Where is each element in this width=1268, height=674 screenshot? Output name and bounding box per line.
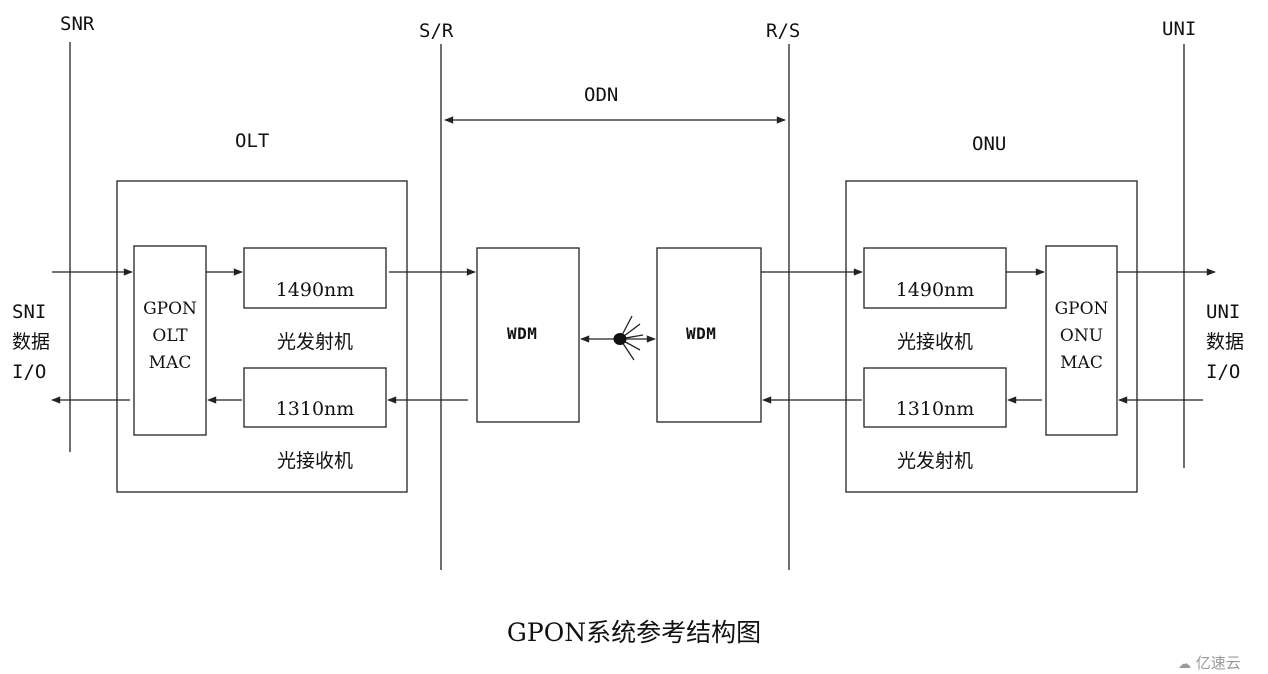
sni-io-line1: SNI: [12, 301, 47, 323]
onu-box: [845, 180, 1138, 493]
onu-rx-text: 1490nm 光接收机: [864, 251, 1006, 381]
olt-rx-text: 1310nm 光接收机: [244, 370, 386, 500]
uni-io-line3: I/O: [1206, 361, 1241, 383]
splitter-ray: [51, 42, 1216, 570]
right-wdm-box: [656, 247, 762, 423]
r-s-label: R/S: [766, 20, 801, 42]
onu-title: ONU: [972, 133, 1007, 155]
sni-io-line3: I/O: [12, 361, 47, 383]
olt-box: [116, 180, 408, 493]
cloud-logo-icon: ☁: [1178, 657, 1191, 672]
s-r-label: S/R: [419, 20, 454, 42]
onu-rx-box: [863, 247, 1007, 309]
olt-mac-box: [133, 245, 207, 436]
sni-io-label: SNI 数据 I/O: [12, 297, 50, 387]
onu-tx-wavelength: 1310nm: [895, 398, 975, 420]
onu-mac-box: [1045, 245, 1118, 436]
uni-io-line2: 数据: [1206, 331, 1245, 353]
olt-tx-text: 1490nm 光发射机: [244, 251, 386, 381]
onu-tx-text: 1310nm 光发射机: [864, 370, 1006, 500]
snr-label: SNR: [60, 13, 95, 35]
olt-rx-name: 光接收机: [276, 450, 353, 472]
onu-tx-name: 光发射机: [896, 450, 973, 472]
olt-tx-name: 光发射机: [276, 331, 353, 353]
uni-io-label: UNI 数据 I/O: [1206, 297, 1244, 387]
olt-rx-wavelength: 1310nm: [275, 398, 355, 420]
olt-tx-box: [243, 247, 387, 309]
olt-title: OLT: [235, 130, 270, 152]
splitter-node: [613, 333, 627, 345]
sni-io-line2: 数据: [12, 331, 51, 353]
watermark-text: 亿速云: [1195, 654, 1241, 672]
onu-tx-box: [863, 367, 1007, 428]
onu-rx-name: 光接收机: [896, 331, 973, 353]
uni-ref-label: UNI: [1162, 18, 1197, 40]
right-wdm-label: WDM: [686, 324, 717, 343]
odn-label: ODN: [584, 84, 619, 106]
uni-io-line1: UNI: [1206, 301, 1241, 323]
onu-mac-text: GPON ONU MAC: [1054, 299, 1109, 373]
onu-rx-wavelength: 1490nm: [895, 279, 975, 301]
left-wdm-box: [476, 247, 580, 423]
diagram-caption: GPON系统参考结构图: [506, 618, 762, 647]
olt-rx-box: [243, 367, 387, 428]
left-wdm-label: WDM: [507, 324, 538, 343]
olt-tx-wavelength: 1490nm: [275, 279, 355, 301]
olt-mac-text: GPON OLT MAC: [143, 299, 197, 373]
watermark: ☁ 亿速云: [1178, 652, 1241, 673]
